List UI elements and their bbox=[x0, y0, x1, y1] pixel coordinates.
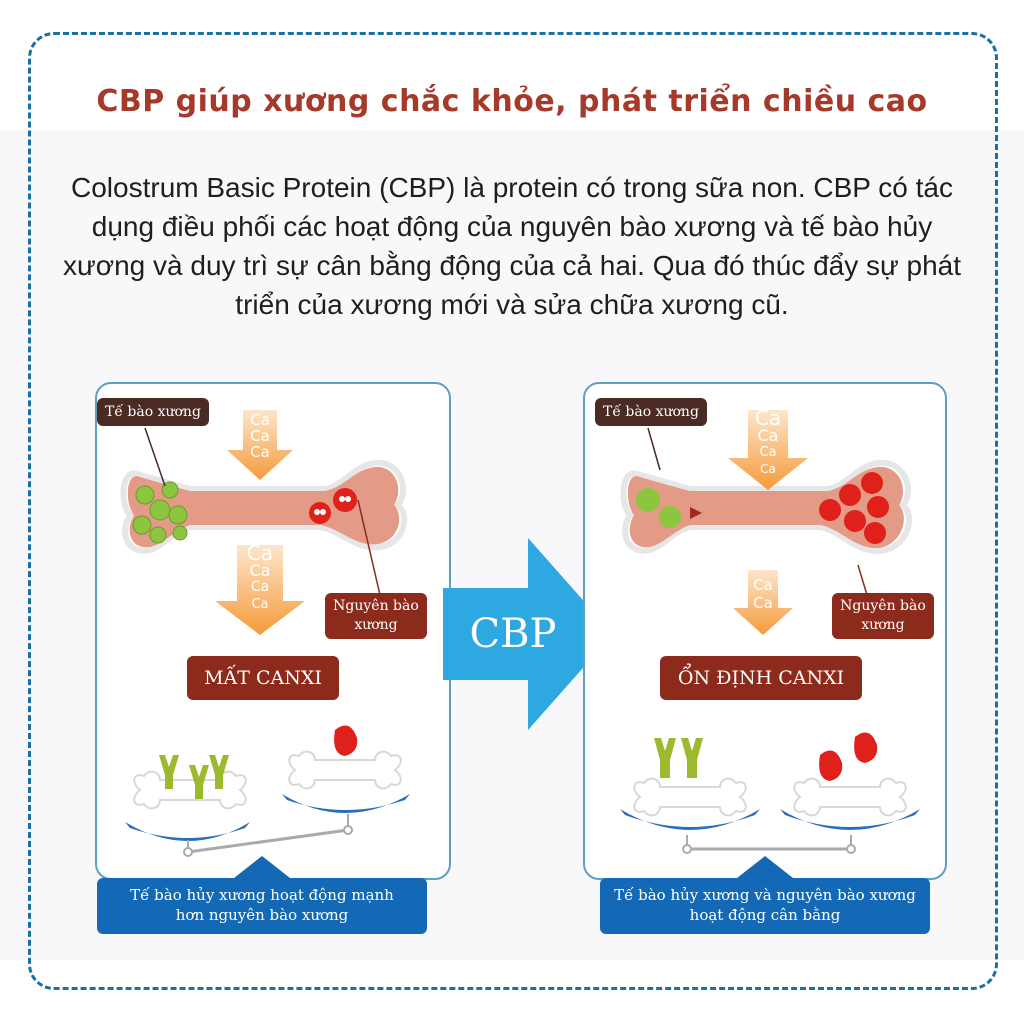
calcium-in-arrow-left bbox=[227, 410, 293, 480]
right-arrow-icon bbox=[443, 538, 613, 730]
calcium-out-arrow-right bbox=[733, 570, 793, 635]
pointer-line bbox=[647, 428, 661, 471]
page-title: CBP giúp xương chắc khỏe, phát triển chi… bbox=[96, 84, 928, 119]
status-badge-calcium-stable: ỔN ĐỊNH CANXI bbox=[660, 656, 862, 700]
calcium-out-labels-right: Ca Ca bbox=[753, 576, 773, 612]
cbp-arrow-label: CBP bbox=[469, 611, 557, 657]
intro-paragraph: Colostrum Basic Protein (CBP) là protein… bbox=[62, 172, 962, 320]
bone-cell-label-right: Tế bào xương bbox=[595, 398, 707, 426]
seesaw-scale-tilted bbox=[125, 725, 410, 857]
seesaw-scale-balanced bbox=[620, 732, 920, 854]
bone-illustration-left bbox=[120, 459, 408, 554]
calcium-out-arrow-left bbox=[215, 545, 305, 635]
osteoblast-label-right: Nguyên bào xương bbox=[832, 593, 934, 639]
osteoblast-label-left: Nguyên bào xương bbox=[325, 593, 427, 639]
status-badge-calcium-loss: MẤT CANXI bbox=[187, 656, 339, 700]
pointer-line bbox=[144, 428, 166, 487]
calcium-out-labels-left: Ca Ca Ca Ca bbox=[246, 541, 274, 612]
pointer-line bbox=[357, 500, 381, 596]
pointer-line bbox=[857, 565, 868, 596]
calcium-in-arrow-right bbox=[728, 410, 808, 490]
calcium-in-labels-left: Ca Ca Ca bbox=[250, 411, 270, 461]
bone-illustration-right bbox=[620, 459, 913, 555]
calcium-in-labels-right: Ca Ca Ca Ca bbox=[754, 406, 782, 476]
caption-right: Tế bào hủy xương và nguyên bào xương hoạ… bbox=[600, 856, 930, 934]
dashed-frame bbox=[28, 32, 998, 990]
caption-left: Tế bào hủy xương hoạt động mạnh hơn nguy… bbox=[97, 856, 427, 934]
bone-cell-label-left: Tế bào xương bbox=[97, 398, 209, 426]
